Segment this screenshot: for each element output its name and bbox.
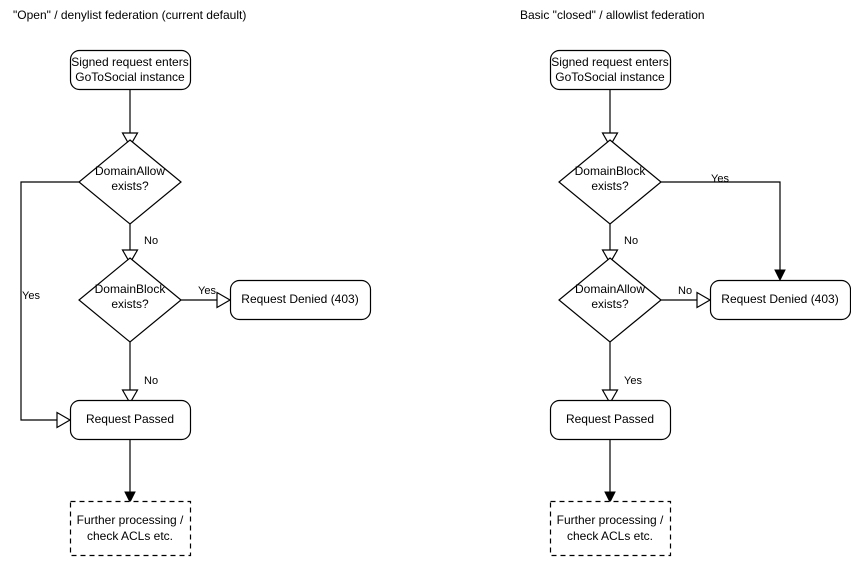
denylist-title: "Open" / denylist federation (current de… <box>13 8 246 22</box>
allowlist-domainblock-node[interactable]: DomainBlock exists? <box>558 139 662 225</box>
denylist-further-processing-label-line1: Further processing / <box>77 513 184 527</box>
allowlist-domainallow-yes-label: Yes <box>624 375 642 387</box>
denylist-further-processing-label-line2: check ACLs etc. <box>87 529 173 543</box>
allowlist-domainallow-node[interactable]: DomainAllow exists? <box>558 257 662 343</box>
allowlist-entry-label-line1: Signed request enters <box>551 55 668 69</box>
allowlist-request-denied-node[interactable]: Request Denied (403) <box>709 279 851 321</box>
denylist-domainblock-yes-label: Yes <box>198 285 216 297</box>
allowlist-edge-passed-to-further <box>604 439 616 504</box>
denylist-edge-entry-to-domainallow <box>121 89 139 148</box>
denylist-edge-passed-to-further <box>124 439 136 504</box>
allowlist-domainallow-no-label: No <box>678 285 692 297</box>
allowlist-edge-domainblock-no: No <box>601 224 638 265</box>
denylist-further-processing-box[interactable] <box>69 500 192 557</box>
allowlist-domainblock-label-line2: exists? <box>591 179 629 193</box>
denylist-request-denied-label: Request Denied (403) <box>241 292 358 306</box>
denylist-domainallow-no-label: No <box>144 235 158 247</box>
denylist-edge-domainblock-yes: Yes <box>181 285 232 309</box>
allowlist-edge-domainallow-no: No <box>661 285 712 309</box>
allowlist-edge-entry-to-domainblock <box>601 89 619 148</box>
denylist-edge-domainblock-no: No <box>121 342 158 405</box>
denylist-request-passed-label: Request Passed <box>86 412 174 426</box>
denylist-domainblock-label-line1: DomainBlock <box>95 282 167 296</box>
denylist-entry-label-line1: Signed request enters <box>71 55 188 69</box>
denylist-edge-domainallow-no: No <box>121 224 158 265</box>
allowlist-further-processing-label-line2: check ACLs etc. <box>567 529 653 543</box>
diagram-denylist: "Open" / denylist federation (current de… <box>13 8 372 557</box>
allowlist-edge-domainallow-yes: Yes <box>601 342 642 405</box>
denylist-entry-node[interactable]: Signed request enters GoToSocial instanc… <box>69 49 192 91</box>
allowlist-title: Basic "closed" / allowlist federation <box>520 8 705 22</box>
allowlist-edge-domainblock-yes: Yes <box>661 173 786 282</box>
allowlist-further-processing-node[interactable]: Further processing / check ACLs etc. <box>549 500 672 557</box>
denylist-request-denied-box[interactable] <box>229 279 372 321</box>
allowlist-further-processing-label-line1: Further processing / <box>557 513 664 527</box>
denylist-domainallow-label-line1: DomainAllow <box>95 164 165 178</box>
denylist-request-denied-node[interactable]: Request Denied (403) <box>229 279 372 321</box>
denylist-further-processing-node[interactable]: Further processing / check ACLs etc. <box>69 500 192 557</box>
denylist-domainblock-label-line2: exists? <box>111 297 149 311</box>
allowlist-domainblock-no-label: No <box>624 235 638 247</box>
denylist-edge-domainallow-yes: Yes <box>20 181 79 429</box>
denylist-entry-label-line2: GoToSocial instance <box>75 70 185 84</box>
denylist-domainblock-no-label: No <box>144 375 158 387</box>
allowlist-entry-label-line2: GoToSocial instance <box>555 70 665 84</box>
allowlist-domainallow-label-line1: DomainAllow <box>575 282 645 296</box>
allowlist-further-processing-box[interactable] <box>549 500 672 557</box>
allowlist-domainblock-label-line1: DomainBlock <box>575 164 647 178</box>
denylist-domainallow-yes-label: Yes <box>22 290 40 302</box>
allowlist-domainblock-yes-label: Yes <box>711 173 729 185</box>
denylist-request-passed-node[interactable]: Request Passed <box>69 399 192 441</box>
diagram-allowlist: Basic "closed" / allowlist federation Si… <box>520 8 851 557</box>
denylist-domainallow-label-line2: exists? <box>111 179 149 193</box>
denylist-domainallow-node[interactable]: DomainAllow exists? <box>78 139 182 225</box>
denylist-domainblock-node[interactable]: DomainBlock exists? <box>78 257 182 343</box>
allowlist-request-passed-label: Request Passed <box>566 412 654 426</box>
allowlist-request-passed-node[interactable]: Request Passed <box>549 399 672 441</box>
allowlist-domainallow-label-line2: exists? <box>591 297 629 311</box>
allowlist-request-denied-label: Request Denied (403) <box>721 292 838 306</box>
allowlist-entry-node[interactable]: Signed request enters GoToSocial instanc… <box>549 49 672 91</box>
